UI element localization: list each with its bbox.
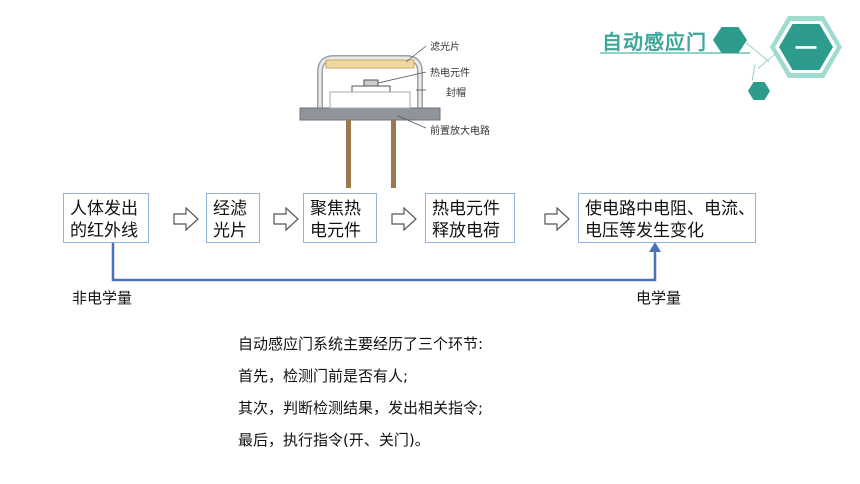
text-line: 首先，检测门前是否有人; — [238, 367, 409, 385]
flow-step-release-charge: 热电元件 释放电荷 — [425, 193, 515, 243]
flow-step-infrared: 人体发出 的红外线 — [63, 193, 149, 243]
electrical-label: 电学量 — [636, 289, 682, 307]
flow-arrow-icon — [391, 207, 417, 231]
connector-line — [751, 64, 756, 81]
sensor-label-element: 热电元件 — [430, 68, 470, 79]
text-line: 自动感应门系统主要经历了三个环节: — [238, 335, 484, 353]
conversion-connector — [111, 242, 661, 282]
pyroelectric-sensor-figure — [299, 45, 441, 188]
sensor-label-filter: 滤光片 — [430, 42, 460, 53]
dot-hexagon-icon — [748, 82, 770, 100]
text-line: 最后，执行指令(开、关门)。 — [238, 431, 430, 449]
text-line: 其次，判断检测结果，发出相关指令; — [238, 399, 484, 417]
sensor-label-amplifier: 前置放大电路 — [430, 126, 490, 137]
section-number: 一 — [794, 37, 817, 62]
flow-step-focus: 聚焦热 电元件 — [303, 193, 377, 243]
flow-arrow-icon — [273, 207, 299, 231]
sensor-label-cap: 封帽 — [446, 88, 466, 99]
flow-arrow-icon — [544, 207, 570, 231]
flow-step-circuit-change: 使电路中电阻、电流、 电压等发生变化 — [578, 193, 756, 243]
non-electrical-label: 非电学量 — [72, 289, 133, 307]
flow-step-filter: 经滤 光片 — [206, 193, 260, 243]
slide-title: 自动感应门 — [602, 30, 707, 54]
connector-line — [757, 53, 776, 69]
flow-arrow-icon — [173, 207, 199, 231]
title-underline — [600, 52, 750, 54]
small-hexagon-icon — [713, 27, 747, 53]
